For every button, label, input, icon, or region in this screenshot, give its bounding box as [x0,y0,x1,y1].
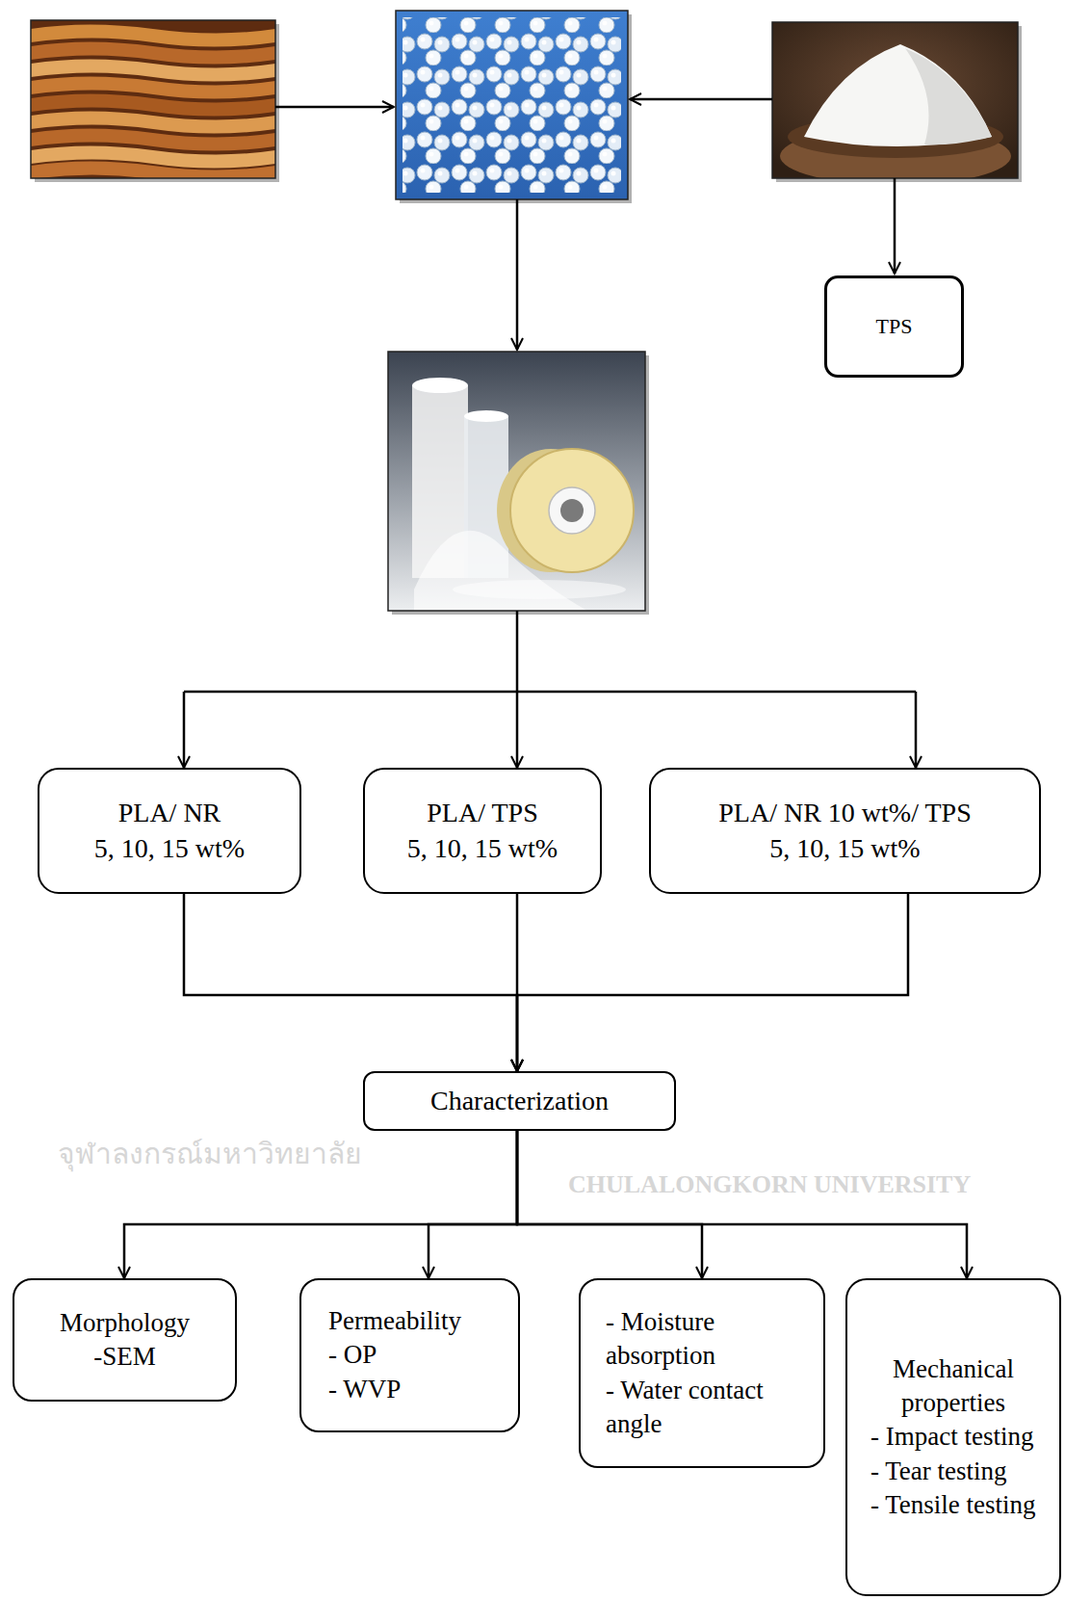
box-text: PLA/ TPS [376,795,589,831]
split-bar [183,690,916,694]
connector-arrow [517,893,909,1071]
powder-mound [804,44,992,147]
powder-shade [905,48,992,145]
box-text: Morphology [25,1305,224,1340]
process-box: - Moisture absorption- Water contact ang… [578,1277,826,1468]
film-roll-top [412,377,468,393]
process-box: TPS [824,275,964,378]
box-text: - Tear testing [870,1454,1037,1488]
arrow [516,691,520,768]
box-text: - WVP [328,1372,492,1406]
photo-frame [388,351,646,611]
process-box: Permeability- OP- WVP [299,1277,520,1432]
pla-pellet-photo [395,10,632,204]
arrow [914,691,918,768]
box-text: 5, 10, 15 wt% [662,831,1028,866]
box-text: - Tensile testing [870,1487,1037,1522]
process-box: Characterization [363,1070,676,1131]
box-text: 5, 10, 15 wt% [51,831,288,866]
box-text: - Moisture absorption [605,1304,799,1373]
floor-reflection [452,579,626,599]
box-text: - OP [328,1337,492,1372]
photo-ground [30,20,276,179]
photo-frame [772,22,1018,179]
photo-ground [388,351,646,611]
process-box: Mechanical properties- Impact testing- T… [845,1277,1062,1596]
connector-arrow [517,1130,967,1278]
roll-core [548,487,596,534]
arrow [516,199,520,350]
box-text: Characterization [376,1083,663,1118]
rubber-sheet [30,161,276,180]
photo-shadow [399,14,632,204]
box-text: Mechanical properties [870,1351,1037,1420]
box-text: Permeability [328,1303,492,1338]
connector-arrow [183,893,518,1071]
roll-hole [560,498,584,522]
process-box: Morphology-SEM [12,1277,237,1402]
starch-powder-photo [772,22,1022,185]
process-box: PLA/ TPS5, 10, 15 wt% [363,767,602,894]
box-text: - Impact testing [870,1419,1037,1454]
film-roll-photo [388,351,650,615]
arrow [629,98,773,102]
process-box: PLA/ NR5, 10, 15 wt% [37,767,302,894]
connector-arrow [428,1130,518,1278]
box-text: PLA/ NR 10 wt%/ TPS [662,795,1028,831]
arrow [275,105,394,109]
box-text: 5, 10, 15 wt% [376,831,589,866]
watermark-text: CHULALONGKORN UNIVERSITY [568,1168,971,1199]
photo-frame [30,20,276,179]
flow-arrows [183,99,916,768]
box-text: TPS [836,312,952,341]
box-text: -SEM [25,1339,224,1374]
watermark-text: จุฬาลงกรณ์มหาวิทยาลัย [57,1136,363,1171]
process-box: PLA/ NR 10 wt%/ TPS5, 10, 15 wt% [649,767,1041,894]
photo-frame [395,10,628,200]
pellet-pile [402,17,622,193]
box-text: - Water contact angle [605,1373,799,1441]
connector-arrow [517,1130,702,1278]
rubber-sheet-photo [30,20,280,184]
film-roll-face [510,448,634,572]
arrow [893,178,897,274]
split-line [516,610,520,692]
film-roll-top [464,410,509,422]
photo-ground [395,10,628,200]
box-text: PLA/ NR [51,795,288,831]
arrow [182,691,186,768]
